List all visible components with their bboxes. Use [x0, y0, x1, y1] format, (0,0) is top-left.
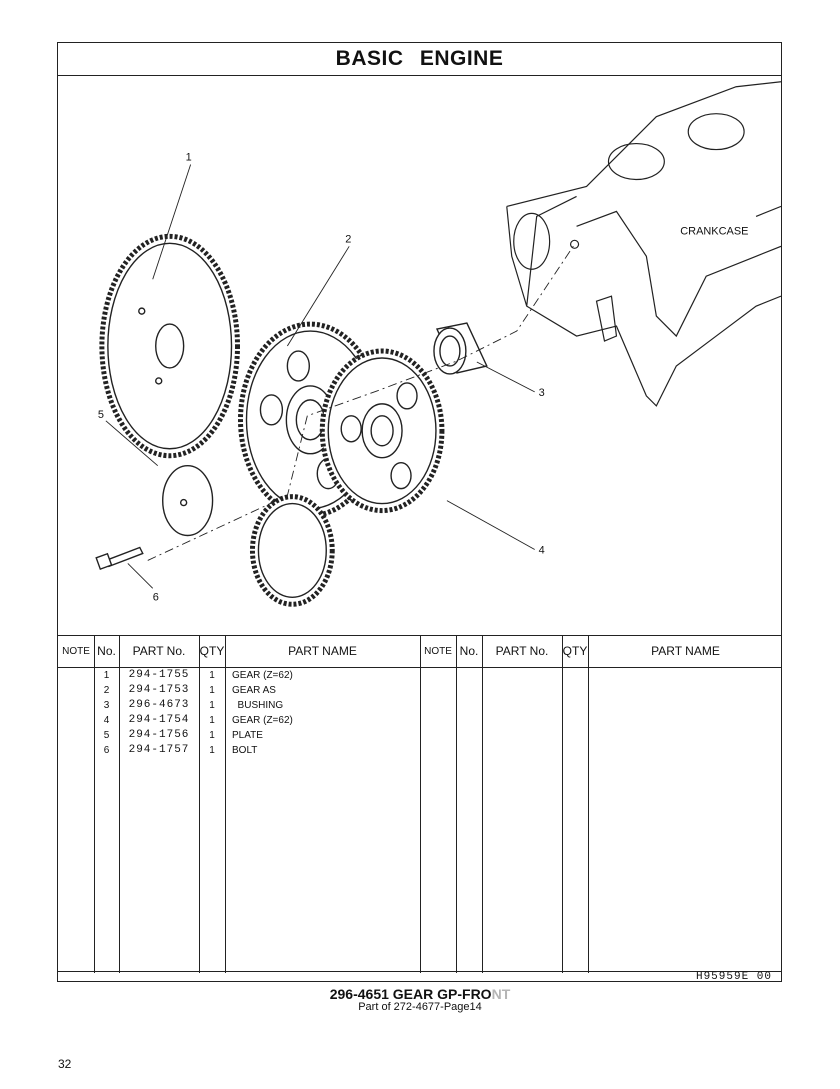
- row-part-name: GEAR (Z=62): [232, 715, 293, 726]
- page-title: BASIC ENGINE: [58, 43, 781, 76]
- callout-5: 5: [98, 409, 104, 421]
- group-caption-faded: NT: [491, 986, 511, 1002]
- crankcase-drawing: [506, 81, 781, 407]
- assembly-axis: [147, 244, 575, 561]
- group-caption-text: 296-4651 GEAR GP-FRO: [329, 986, 492, 1002]
- row-qty: 1: [209, 700, 215, 711]
- column-divider: [225, 636, 226, 973]
- header-part-name: PART NAME: [288, 644, 357, 658]
- bushing: [433, 322, 488, 375]
- header-part-no-right: PART No.: [495, 644, 549, 658]
- row-no: 3: [103, 700, 110, 711]
- column-divider: [420, 636, 421, 973]
- row-no: 1: [103, 670, 110, 681]
- leader-lines: [105, 164, 535, 589]
- row-part-name: BUSHING: [232, 700, 284, 711]
- row-qty: 1: [209, 730, 215, 741]
- row-qty: 1: [209, 670, 215, 681]
- callout-3: 3: [539, 387, 545, 399]
- header-no: No.: [97, 644, 116, 658]
- column-divider: [562, 636, 563, 973]
- column-divider: [94, 636, 95, 973]
- crankcase-label: CRANKCASE: [680, 225, 748, 237]
- callout-1: 1: [186, 152, 192, 164]
- row-qty: 1: [209, 745, 215, 756]
- gear-diagram: CRANKCASE: [95, 81, 781, 607]
- row-no: 6: [103, 745, 110, 756]
- gear-small: [249, 494, 335, 607]
- header-no-right: No.: [459, 644, 479, 658]
- row-no: 5: [103, 730, 110, 741]
- parts-table: NOTE No. PART No. QTY PART NAME NOTE No.…: [58, 635, 781, 973]
- row-part-no: 294-1755: [128, 669, 190, 681]
- row-part-name: GEAR AS: [232, 685, 276, 696]
- column-divider: [482, 636, 483, 973]
- bolt: [95, 546, 144, 570]
- plate: [162, 464, 214, 537]
- group-subcaption: Part of 272-4677-Page14: [358, 1001, 482, 1013]
- column-divider: [588, 636, 589, 973]
- header-qty-right: QTY: [562, 644, 588, 658]
- group-caption: 296-4651 GEAR GP-FRONT: [0, 986, 840, 1002]
- header-note-right: NOTE: [424, 646, 452, 657]
- row-part-no: 294-1756: [128, 729, 190, 741]
- row-no: 4: [103, 715, 110, 726]
- header-part-no: PART No.: [132, 644, 186, 658]
- column-divider: [199, 636, 200, 973]
- table-header: NOTE No. PART No. QTY PART NAME NOTE No.…: [58, 636, 781, 668]
- exploded-view-illustration: CRANKCASE: [58, 76, 781, 635]
- row-qty: 1: [209, 685, 215, 696]
- row-part-name: GEAR (Z=62): [232, 670, 293, 681]
- gear-4: [319, 348, 445, 514]
- gear-1: [99, 233, 240, 459]
- row-part-name: PLATE: [232, 730, 263, 741]
- row-part-name: BOLT: [232, 745, 258, 756]
- header-qty: QTY: [199, 644, 225, 658]
- column-divider: [119, 636, 120, 973]
- callout-6: 6: [153, 591, 159, 603]
- drawing-reference: H95959E 00: [695, 971, 772, 983]
- callout-4: 4: [539, 544, 545, 556]
- row-qty: 1: [209, 715, 215, 726]
- row-part-no: 294-1754: [128, 714, 190, 726]
- page-number: 32: [58, 1057, 72, 1071]
- reference-strip: H95959E 00: [58, 971, 781, 983]
- parts-sheet-frame: BASIC ENGINE CRANKCASE: [57, 42, 782, 983]
- row-part-no: 296-4673: [128, 699, 190, 711]
- row-no: 2: [103, 685, 110, 696]
- column-divider: [456, 636, 457, 973]
- row-part-no: 294-1753: [128, 684, 190, 696]
- row-part-no: 294-1757: [128, 744, 190, 756]
- callout-2: 2: [345, 233, 351, 245]
- header-part-name-right: PART NAME: [651, 644, 720, 658]
- header-note: NOTE: [62, 646, 90, 657]
